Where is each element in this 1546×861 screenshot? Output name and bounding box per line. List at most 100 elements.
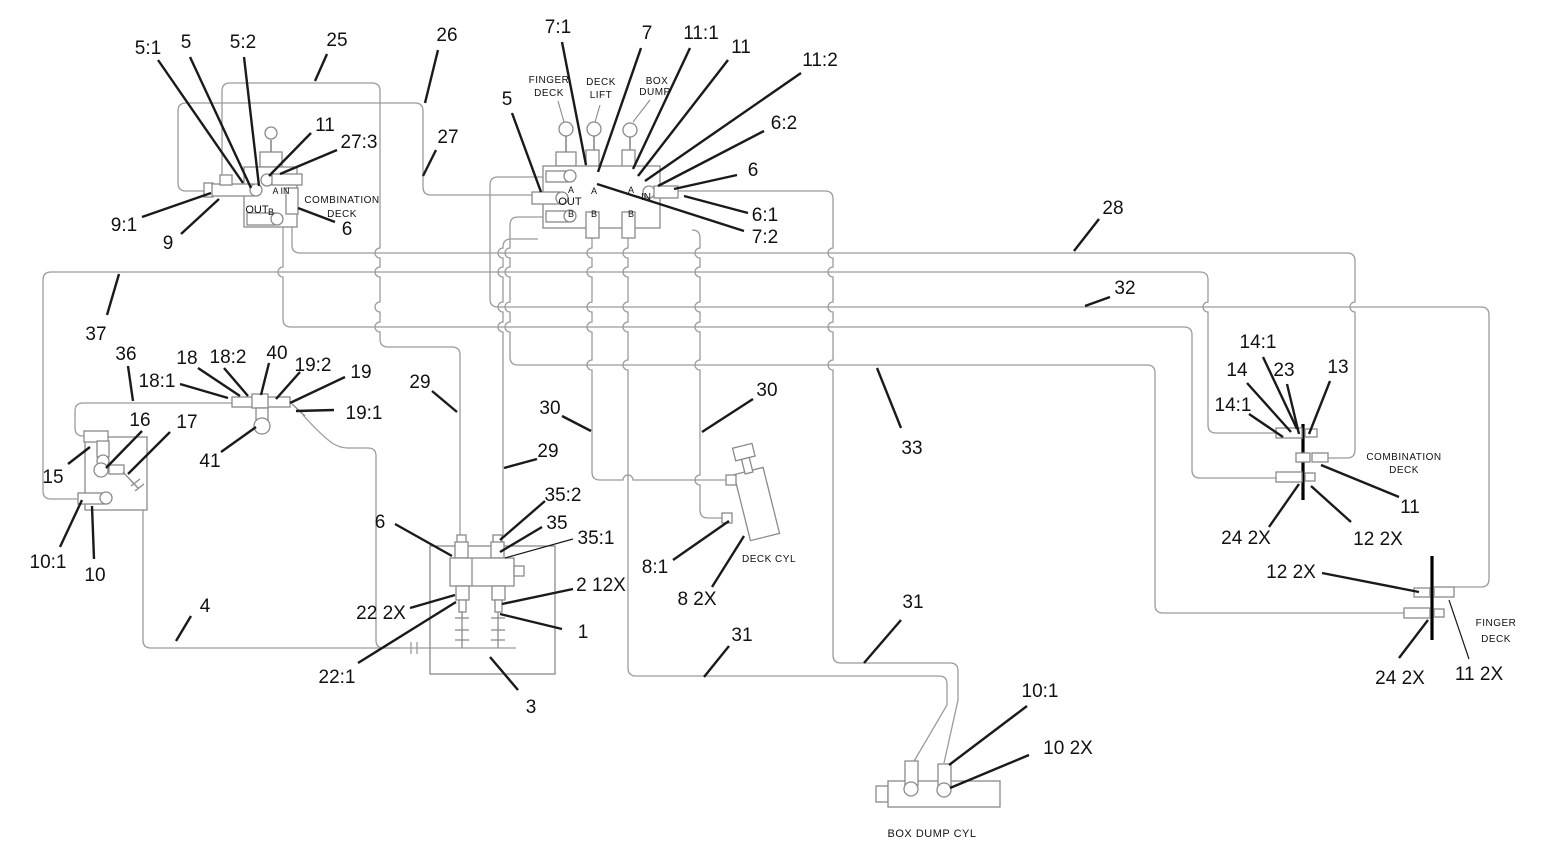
- port-label-in: IN: [641, 192, 651, 203]
- callout-22-1: 22:1: [319, 667, 356, 688]
- port-a-in-fitting: [260, 173, 274, 187]
- coupler-11-left: [1295, 452, 1311, 463]
- leader-line-18-1: [179, 382, 229, 400]
- pump-outlet-right-2: [491, 585, 506, 601]
- callout-25: 25: [326, 30, 347, 51]
- callout-37: 37: [85, 324, 106, 345]
- coupler-11-upper: [1433, 586, 1455, 598]
- caption-deck-cyl: DECK CYL: [742, 554, 796, 565]
- callout-27: 27: [437, 127, 458, 148]
- callout-11-1: 11:1: [683, 23, 719, 44]
- hose-combination-deck-lower: [277, 226, 1276, 479]
- callout-7-2: 7:2: [752, 227, 778, 248]
- port-a-in-nipple: [271, 173, 303, 186]
- hose-31-box-dump-a: [678, 190, 959, 764]
- leader-line-22-1: [357, 600, 457, 665]
- tee-fitting-18-40-cluster: [231, 393, 306, 435]
- hose-19-drain: [302, 414, 400, 649]
- leader-line-9-1: [141, 191, 212, 219]
- coupler-11-right: [1311, 452, 1329, 463]
- callout-41: 41: [199, 451, 220, 472]
- leader-line-15: [67, 446, 91, 465]
- callout-26: 26: [436, 25, 457, 46]
- coupler-lower-right: [1433, 608, 1445, 618]
- pump-side-port: [513, 565, 525, 577]
- callout-29: 29: [537, 441, 558, 462]
- fitting-17-tick: [134, 483, 145, 492]
- deck-cyl-body: [733, 466, 781, 542]
- callout-7: 7: [642, 23, 653, 44]
- pump-stub-right: [494, 599, 503, 613]
- callout-18: 18: [176, 348, 197, 369]
- leader-line-14-1: [1248, 413, 1284, 438]
- leader-line-30: [701, 397, 754, 434]
- leader-line-6: [673, 173, 738, 191]
- hose-30-deck-cyl-base: [691, 229, 724, 519]
- callout-11-2X: 11 2X: [1455, 664, 1504, 685]
- port-label-b: B: [568, 209, 574, 219]
- callout-36: 36: [115, 344, 136, 365]
- leader-line-36: [126, 365, 135, 402]
- fitting-16-nipple: [108, 464, 125, 475]
- leader-line-10-1: [58, 499, 84, 548]
- leader-line-11: [637, 59, 729, 177]
- leader-line-3: [489, 656, 519, 691]
- callout-30: 30: [756, 380, 777, 401]
- leader-line-17: [127, 431, 171, 475]
- callout-10-1: 10:1: [1022, 681, 1059, 702]
- leader-line-11: [268, 132, 312, 177]
- leader-line-1: [499, 612, 563, 631]
- leader-line-14-1: [1261, 356, 1299, 430]
- pump-stub-left: [458, 599, 467, 613]
- callout-5-1: 5:1: [135, 38, 161, 59]
- port-label-out: OUT: [558, 196, 582, 208]
- leader-line-32: [1084, 295, 1111, 308]
- callout-12-2X: 12 2X: [1353, 529, 1403, 550]
- callout-11: 11: [315, 115, 335, 136]
- callout-3: 3: [526, 697, 537, 718]
- leader-line-7: [596, 47, 643, 173]
- hose-25-arch-and-29-pump-left: [221, 82, 461, 538]
- caption-combination: COMBINATION: [1366, 452, 1441, 463]
- leader-line-5: [510, 112, 543, 193]
- pump-outlet-left-22: [455, 585, 470, 601]
- leader-line-19-2: [275, 371, 301, 400]
- port-label-b: B: [591, 209, 597, 219]
- leader-line-37: [105, 273, 121, 316]
- leader-line-25: [313, 53, 329, 82]
- port-label-a-in: A IN: [272, 186, 289, 196]
- leader-line-5: [188, 56, 253, 189]
- callout-11-2: 11:2: [802, 50, 838, 71]
- callout-9: 9: [163, 233, 174, 254]
- deck-cyl-port-rod: [725, 474, 737, 486]
- leader-line-6-1: [683, 194, 749, 215]
- leader-line-27-3: [279, 148, 338, 176]
- hose-30-deck-cyl-rod: [586, 238, 726, 481]
- main-control-valve: [531, 121, 679, 239]
- callout-6: 6: [342, 219, 353, 240]
- finger-deck-connector: [1403, 556, 1455, 640]
- caption-leader-line: [632, 99, 651, 123]
- callout-19-1: 19:1: [346, 403, 383, 424]
- leader-line-22-2X: [409, 593, 456, 610]
- callout-31: 31: [731, 625, 752, 646]
- callout-22-2X: 22 2X: [356, 603, 406, 624]
- port-label-b: B: [628, 209, 634, 219]
- coupler-24-lower: [1403, 607, 1431, 619]
- leader-line-6-2: [657, 129, 765, 188]
- tee-center-block: [251, 393, 269, 409]
- combination-deck-connector: [1275, 424, 1329, 500]
- cartridge-6: [285, 187, 299, 215]
- coupler-12-upper: [1413, 587, 1431, 598]
- coupler-24: [1275, 471, 1303, 483]
- callout-35: 35: [546, 513, 567, 534]
- leader-line-7-2: [596, 182, 745, 233]
- leader-line-19: [289, 375, 346, 405]
- caption-deck: DECK: [534, 88, 564, 99]
- leader-line-11-2: [644, 72, 802, 182]
- leader-line-6: [394, 522, 453, 558]
- caption-box: BOX: [646, 76, 669, 87]
- caption-combination: COMBINATION: [304, 195, 379, 206]
- hose-network: [42, 82, 1490, 764]
- box-dump-cyl-fitting-left: [903, 781, 919, 797]
